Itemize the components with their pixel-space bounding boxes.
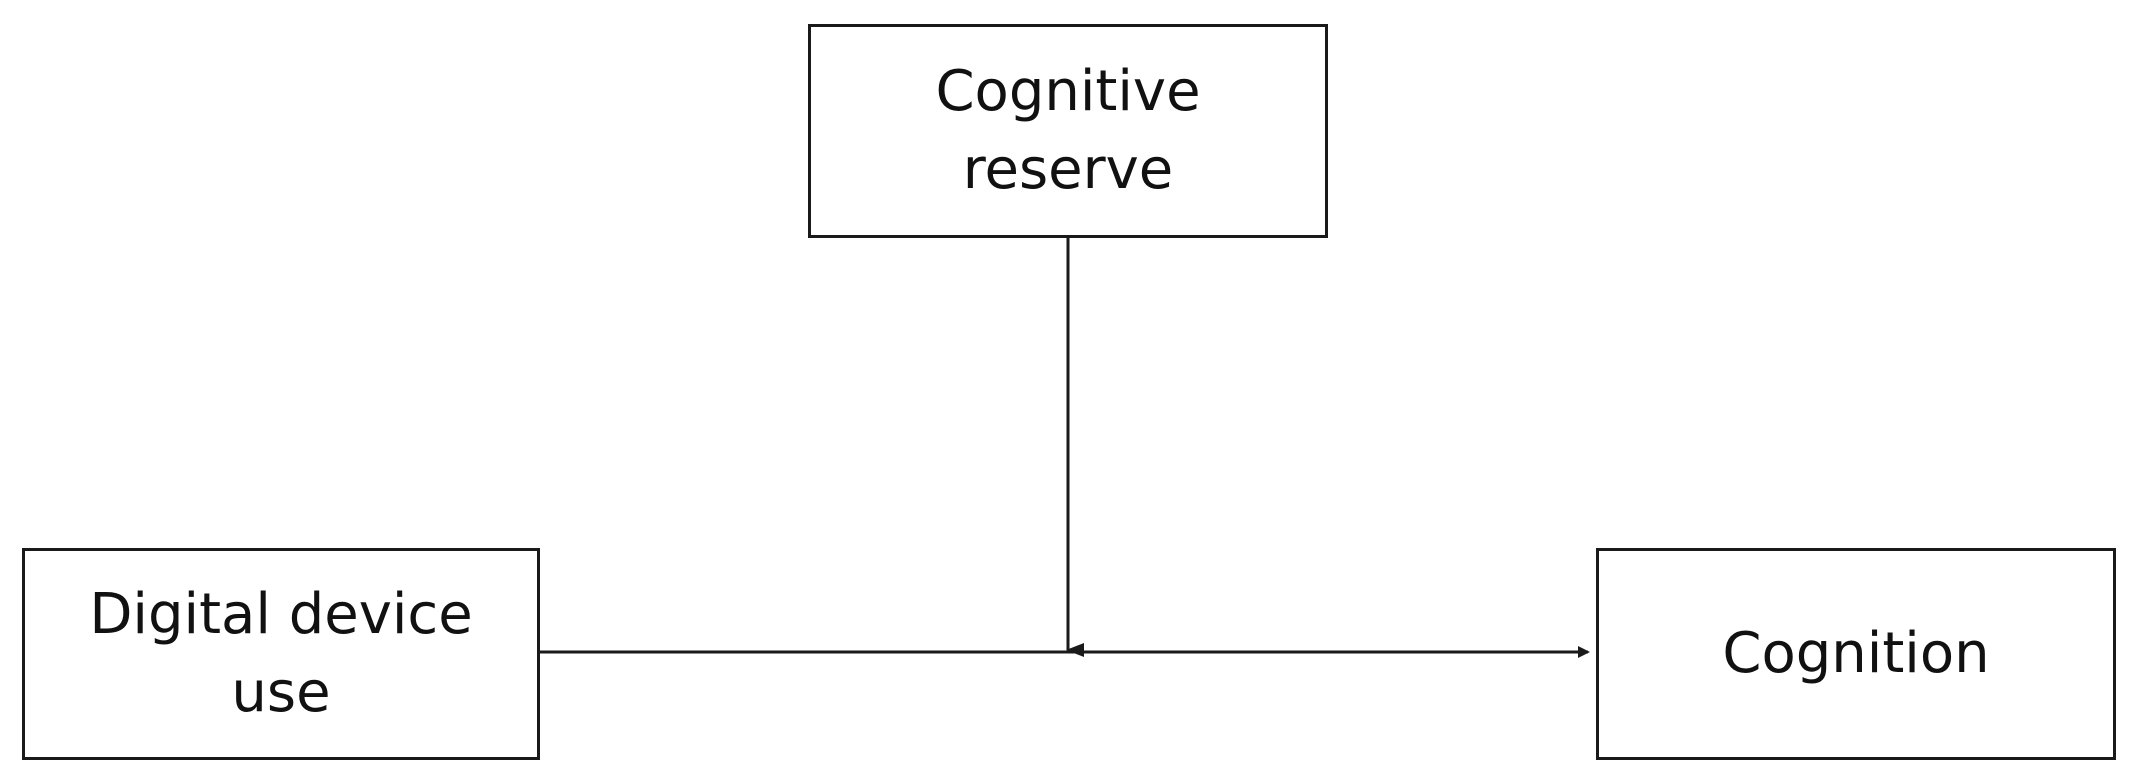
- node-cognitive-reserve-label: Cognitive reserve: [935, 59, 1201, 202]
- node-cognition: Cognition: [1596, 548, 2116, 760]
- node-cognitive-reserve: Cognitive reserve: [808, 24, 1328, 238]
- node-digital-device-use: Digital device use: [22, 548, 540, 760]
- node-digital-device-use-label: Digital device use: [89, 582, 473, 725]
- node-cognition-label: Cognition: [1722, 621, 1990, 686]
